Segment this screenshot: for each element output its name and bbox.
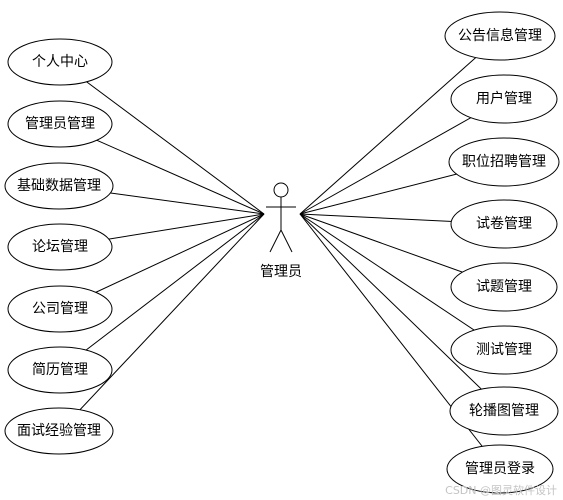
association-line-user-management [299, 98, 505, 215]
association-line-notice-management [299, 35, 501, 215]
use-case-label: 职位招聘管理 [462, 154, 546, 170]
use-case-question-management: 试题管理 [450, 262, 558, 312]
use-case-ellipse [449, 386, 559, 436]
use-case-label: 公司管理 [32, 301, 88, 317]
use-case-label: 管理员管理 [25, 116, 95, 132]
association-line-personal-center [59, 61, 265, 215]
use-case-label: 个人中心 [32, 54, 88, 70]
watermark: CSDN @图灵软件设计 [445, 483, 557, 497]
use-case-label: 管理员登录 [465, 461, 535, 477]
actor-right-leg [280, 229, 293, 253]
use-case-label: 试题管理 [476, 279, 532, 295]
association-line-resume-management [59, 213, 265, 371]
use-case-ellipse [7, 346, 113, 394]
use-case-label: 基础数据管理 [17, 177, 101, 194]
use-case-ellipse [4, 407, 114, 455]
use-case-ellipse [4, 162, 114, 210]
use-case-resume-management: 简历管理 [7, 346, 113, 394]
actor-head [273, 182, 289, 198]
use-case-forum-management: 论坛管理 [7, 223, 113, 271]
use-case-notice-management: 公告信息管理 [444, 11, 556, 61]
actor-left-leg [269, 229, 282, 253]
right-use-cases: 公告信息管理 用户管理 职位招聘管理 试卷管理 试题管理 测试管理 轮播图管理 [444, 11, 560, 494]
use-case-personal-center: 个人中心 [7, 38, 113, 86]
use-case-ellipse [7, 100, 113, 148]
use-case-label: 测试管理 [476, 342, 532, 358]
use-case-label: 面试经验管理 [17, 423, 101, 439]
use-case-label: 公告信息管理 [458, 27, 542, 44]
actor-admin: 管理员 [260, 182, 302, 280]
actor-label: 管理员 [260, 264, 302, 280]
association-line-carousel-management [299, 213, 505, 412]
use-case-label: 轮播图管理 [469, 403, 539, 419]
use-case-ellipse [7, 285, 113, 333]
use-case-base-data-management: 基础数据管理 [4, 162, 114, 210]
use-case-ellipse [450, 262, 558, 312]
association-line-test-management [299, 213, 505, 351]
use-case-company-management: 公司管理 [7, 285, 113, 333]
use-case-ellipse [450, 199, 558, 249]
use-case-job-recruitment-management: 职位招聘管理 [448, 137, 560, 187]
use-case-label: 论坛管理 [32, 239, 88, 255]
use-case-ellipse [446, 444, 554, 494]
use-case-ellipse [450, 74, 558, 124]
left-use-cases: 个人中心 管理员管理 基础数据管理 论坛管理 公司管理 简历管理 面试经验管理 [4, 38, 114, 455]
use-case-admin-management: 管理员管理 [7, 100, 113, 148]
use-case-carousel-management: 轮播图管理 [449, 386, 559, 436]
use-case-ellipse [7, 38, 113, 86]
left-associations [58, 61, 265, 432]
use-case-label: 用户管理 [476, 90, 532, 107]
use-case-exam-paper-management: 试卷管理 [450, 199, 558, 249]
use-case-label: 试卷管理 [476, 216, 532, 232]
use-case-user-management: 用户管理 [450, 74, 558, 124]
association-line-interview-experience-management [59, 213, 265, 432]
use-case-ellipse [450, 325, 558, 375]
use-case-interview-experience-management: 面试经验管理 [4, 407, 114, 455]
use-case-admin-login: 管理员登录 [446, 444, 554, 494]
use-case-label: 简历管理 [32, 361, 88, 378]
use-case-ellipse [7, 223, 113, 271]
use-case-ellipse [444, 11, 556, 61]
use-case-test-management: 测试管理 [450, 325, 558, 375]
use-case-ellipse [448, 137, 560, 187]
